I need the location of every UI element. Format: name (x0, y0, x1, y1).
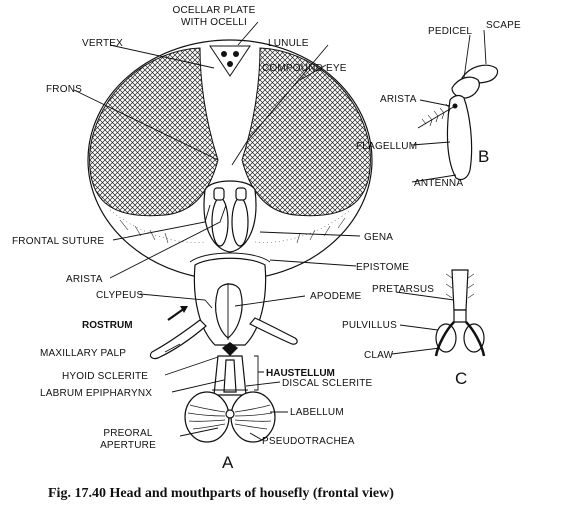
ocellus (227, 61, 233, 67)
left-pulvillus (435, 323, 457, 353)
labellum-label: LABELLUM (290, 407, 344, 418)
preoral-aperture (225, 409, 235, 419)
vertex-label: VERTEX (82, 38, 123, 49)
arista-hairs (421, 103, 451, 127)
labrum-epipharynx-label: LABRUM EPIPHARYNX (40, 388, 152, 399)
preoral-aperture-label-2: APERTURE (100, 440, 156, 451)
frontal-suture-label: FRONTAL SUTURE (12, 236, 104, 247)
antenna-diagram (417, 64, 499, 181)
arista-b-label: ARISTA (380, 94, 417, 105)
discal-sclerite-label: DISCAL SCLERITE (282, 378, 373, 389)
hyoid-sclerite (222, 342, 238, 356)
flagellum-segment (446, 94, 473, 181)
frons-label: FRONS (46, 84, 82, 95)
tarsus-hairs (445, 273, 475, 299)
haustellum-label: HAUSTELLUM (266, 368, 335, 379)
ocellus (233, 51, 239, 57)
compound-eye-label: COMPOUND EYE (262, 63, 347, 74)
arista-label: ARISTA (66, 274, 103, 285)
left-compound-eye (89, 47, 219, 217)
epistome-label: EPISTOME (356, 262, 409, 273)
pretarsus-label: PRETARSUS (372, 284, 434, 295)
leader-lines-b (411, 29, 487, 183)
epistome-line (189, 252, 271, 263)
maxillary-palp-label: MAXILLARY PALP (40, 348, 126, 359)
right-maxillary-palp (249, 317, 298, 345)
labrum-epipharynx (223, 359, 237, 393)
antenna-label: ANTENNA (414, 178, 463, 189)
pretarsus-diagram (434, 269, 486, 357)
pseudotrachea-lines (187, 404, 273, 430)
ocellar-plate-label-1: OCELLAR PLATE (172, 5, 255, 16)
clypeus-label: CLYPEUS (96, 290, 143, 301)
tarsus-segment (451, 269, 469, 311)
left-maxillary-palp (149, 319, 207, 360)
head-diagram (87, 39, 373, 281)
scape-label: SCAPE (486, 20, 521, 31)
right-antenna-base (235, 187, 247, 201)
gena-hairs (119, 217, 346, 244)
right-claw (465, 321, 486, 357)
right-pulvillus (463, 323, 485, 353)
hyoid-sclerite-label: HYOID SCLERITE (62, 371, 148, 382)
haustellum-bracket (254, 355, 264, 391)
leader-lines-c (391, 291, 455, 355)
right-antenna (231, 197, 249, 247)
preoral-aperture-label-1: PREORAL (103, 428, 152, 439)
pulvillus-label: PULVILLUS (342, 320, 397, 331)
figure-caption: Fig. 17.40 Head and mouthparts of housef… (48, 486, 394, 501)
claw-label: CLAW (364, 350, 394, 361)
rostrum-label: ROSTRUM (82, 320, 133, 331)
left-claw (434, 321, 455, 357)
left-labellum (184, 391, 230, 443)
pedicel-label: PEDICEL (428, 26, 472, 37)
gena-bristles (109, 209, 351, 243)
panel-b-label: B (478, 147, 489, 166)
lunule-label: LUNULE (268, 38, 309, 49)
panel-a-label: A (222, 453, 234, 472)
right-compound-eye (241, 47, 371, 217)
pretarsus-segment (453, 309, 467, 323)
pedicel-segment (451, 76, 480, 99)
panel-c-label: C (455, 369, 467, 388)
leader-lines-a (73, 21, 361, 441)
clypeus-plate (215, 283, 243, 339)
pseudotrachea-label: PSEUDOTRACHEA (262, 436, 355, 447)
gena-label: GENA (364, 232, 393, 243)
arista-stalk (417, 105, 456, 129)
apodeme-label: APODEME (310, 291, 362, 302)
proboscis (149, 257, 298, 443)
ocellar-plate-label-2: WITH OCELLI (181, 17, 247, 28)
ocellus (221, 51, 227, 57)
rostrum-arrow-head (180, 306, 188, 313)
flagellum-label: FLAGELLUM (356, 141, 417, 152)
rostrum-arrow (167, 307, 186, 321)
left-antenna-base (213, 187, 225, 201)
